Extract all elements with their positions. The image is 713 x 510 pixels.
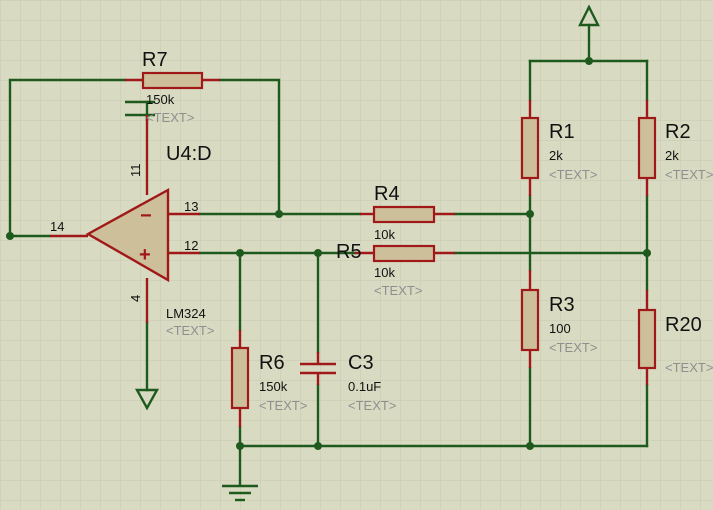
c3-text-placeholder: <TEXT> [348, 398, 396, 413]
pin-12-label: 12 [184, 238, 198, 253]
opamp-model-label: LM324 [166, 306, 206, 321]
pin-14-label: 14 [50, 219, 64, 234]
r6-text-placeholder: <TEXT> [259, 398, 307, 413]
r2-ref-label: R2 [665, 121, 691, 143]
r1-value-label: 2k [549, 148, 563, 163]
junction-dots [6, 57, 651, 450]
r3-value-label: 100 [549, 321, 571, 336]
opamp-ground-arrow-icon [134, 388, 160, 411]
r7-ref-label: R7 [142, 49, 168, 71]
pin-11-label: 11 [128, 164, 143, 178]
resistor-r7[interactable] [125, 71, 220, 90]
r4-value-label: 10k [374, 227, 395, 242]
resistor-r2[interactable] [637, 100, 657, 196]
opamp-ref-label: U4:D [166, 143, 212, 165]
r20-text-placeholder: <TEXT> [665, 360, 713, 375]
resistor-r6[interactable] [230, 330, 250, 427]
ground-icon [222, 484, 258, 502]
r1-ref-label: R1 [549, 121, 575, 143]
opamp-minus-sign: − [140, 205, 152, 227]
resistor-r1[interactable] [520, 100, 540, 196]
r3-ref-label: R3 [549, 294, 575, 316]
opamp-plus-sign: + [139, 244, 151, 266]
r5-ref-label: R5 [336, 241, 362, 263]
opamp-text-placeholder: <TEXT> [166, 323, 214, 338]
r6-value-label: 150k [259, 379, 288, 394]
pin-4-label: 4 [128, 295, 143, 302]
opamp-u4d[interactable]: − + [50, 150, 200, 323]
resistor-r5[interactable] [355, 244, 455, 263]
r7-value-label: 150k [146, 92, 175, 107]
wires [8, 23, 649, 487]
capacitor-c3[interactable] [300, 352, 336, 385]
resistor-r3[interactable] [520, 270, 540, 368]
decoupling-capacitor [125, 100, 155, 150]
r2-value-label: 2k [665, 148, 679, 163]
resistor-r4[interactable] [360, 205, 455, 224]
c3-ref-label: C3 [348, 352, 374, 374]
r2-text-placeholder: <TEXT> [665, 167, 713, 182]
c3-value-label: 0.1uF [348, 379, 381, 394]
r6-ref-label: R6 [259, 352, 285, 374]
power-arrow-icon [578, 4, 600, 27]
r3-text-placeholder: <TEXT> [549, 340, 597, 355]
r5-text-placeholder: <TEXT> [374, 283, 422, 298]
pin-13-label: 13 [184, 199, 198, 214]
r4-ref-label: R4 [374, 183, 400, 205]
r20-ref-label: R20 [665, 314, 702, 336]
resistor-r20[interactable] [637, 290, 657, 385]
r5-value-label: 10k [374, 265, 395, 280]
r1-text-placeholder: <TEXT> [549, 167, 597, 182]
r7-text-placeholder: <TEXT> [146, 110, 194, 125]
